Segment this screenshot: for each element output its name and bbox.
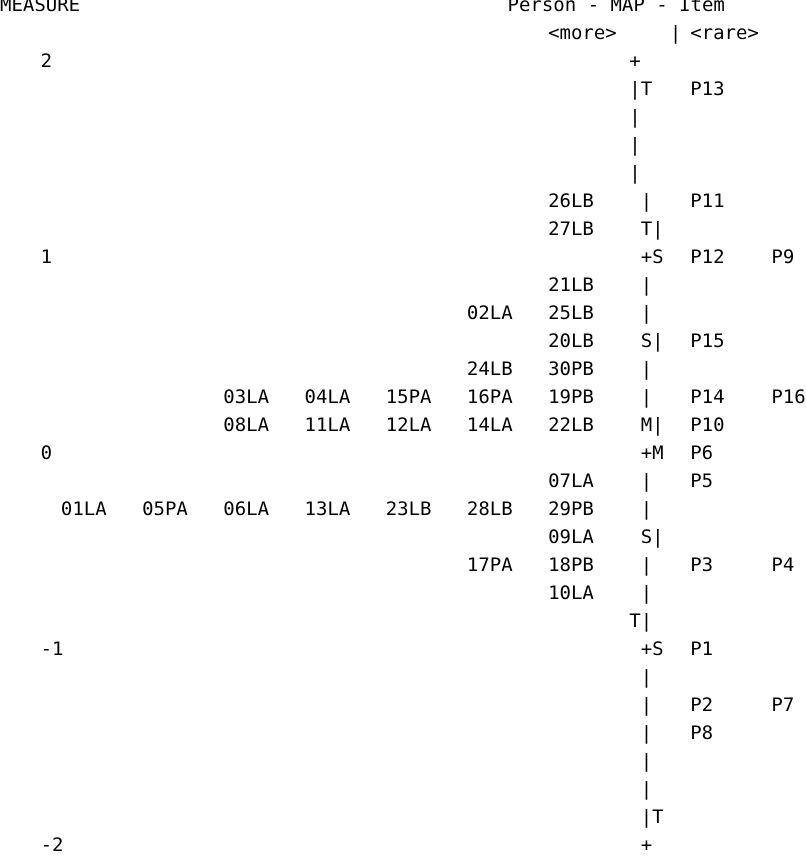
map-axis: |	[629, 750, 653, 772]
map-axis: +	[629, 50, 641, 72]
person-label: 27LB	[548, 218, 594, 240]
map-axis: |	[629, 554, 653, 576]
map-axis: S|	[629, 526, 664, 548]
more-label: <more>	[548, 22, 617, 44]
item-label: P3	[690, 554, 714, 576]
person-label: 21LB	[548, 274, 594, 296]
person-label: 11LA	[304, 414, 351, 436]
person-label: 20LB	[548, 330, 594, 352]
person-label: 26LB	[548, 190, 594, 212]
map-axis: |	[629, 582, 653, 604]
map-axis: |T	[629, 78, 653, 100]
person-label: 14LA	[466, 414, 513, 436]
map-axis: |	[629, 386, 653, 408]
person-label: 08LA	[223, 414, 270, 436]
item-label: P14	[690, 386, 725, 408]
item-label: P16	[771, 386, 806, 408]
item-label: P4	[771, 554, 795, 576]
person-label: 22LB	[548, 414, 594, 436]
person-label: 10LA	[548, 582, 594, 604]
map-title: Person - MAP - Item	[507, 0, 725, 16]
person-label: 16PA	[466, 386, 513, 408]
map-axis: M|	[629, 414, 664, 436]
person-label: 29PB	[548, 498, 594, 520]
map-axis: +S	[629, 246, 664, 268]
item-label: P11	[690, 190, 725, 212]
map-axis: |	[629, 778, 653, 800]
measure-tick: 1	[40, 246, 53, 268]
map-axis: |	[629, 134, 641, 156]
item-label: P15	[690, 330, 725, 352]
map-axis: |	[669, 22, 682, 44]
person-label: 04LA	[304, 386, 351, 408]
map-axis: +	[629, 834, 653, 856]
map-axis: |	[629, 190, 653, 212]
person-label: 28LB	[466, 498, 513, 520]
person-label: 05PA	[142, 498, 188, 520]
item-label: P13	[690, 78, 725, 100]
measure-tick: -1	[40, 638, 64, 660]
person-label: 17PA	[466, 554, 513, 576]
measure-tick: -2	[40, 834, 64, 856]
item-label: P5	[690, 470, 714, 492]
person-label: 01LA	[60, 498, 107, 520]
map-axis: |	[629, 358, 653, 380]
measure-tick: 0	[40, 442, 53, 464]
person-label: 06LA	[223, 498, 270, 520]
map-axis: |	[629, 694, 653, 716]
item-label: P8	[690, 722, 714, 744]
item-label: P1	[690, 638, 714, 660]
measure-tick: 2	[40, 50, 53, 72]
map-axis: T|	[629, 218, 664, 240]
map-axis: |	[629, 274, 653, 296]
person-label: 15PA	[385, 386, 432, 408]
item-label: P9	[771, 246, 795, 268]
rare-label: <rare>	[690, 22, 759, 44]
person-label: 02LA	[466, 302, 513, 324]
person-label: 12LA	[385, 414, 432, 436]
person-label: 25LB	[548, 302, 594, 324]
map-axis: T|	[629, 610, 653, 632]
map-axis: |	[629, 498, 653, 520]
person-label: 30PB	[548, 358, 594, 380]
map-axis: +M	[629, 442, 664, 464]
map-axis: +S	[629, 638, 664, 660]
item-label: P12	[690, 246, 725, 268]
map-axis: |	[629, 162, 641, 184]
person-label: 19PB	[548, 386, 594, 408]
person-label: 23LB	[385, 498, 432, 520]
item-label: P6	[690, 442, 714, 464]
person-label: 09LA	[548, 526, 594, 548]
map-axis: |T	[629, 806, 664, 828]
measure-label: MEASURE	[0, 0, 81, 16]
person-label: 18PB	[548, 554, 594, 576]
person-label: 13LA	[304, 498, 351, 520]
item-label: P2	[690, 694, 714, 716]
person-label: 24LB	[466, 358, 513, 380]
person-label: 07LA	[548, 470, 594, 492]
item-label: P10	[690, 414, 725, 436]
map-axis: |	[629, 722, 653, 744]
map-axis: |	[629, 106, 641, 128]
map-axis: |	[629, 470, 653, 492]
map-axis: S|	[629, 330, 664, 352]
item-label: P7	[771, 694, 795, 716]
person-label: 03LA	[223, 386, 270, 408]
map-axis: |	[629, 302, 653, 324]
map-axis: |	[629, 666, 653, 688]
